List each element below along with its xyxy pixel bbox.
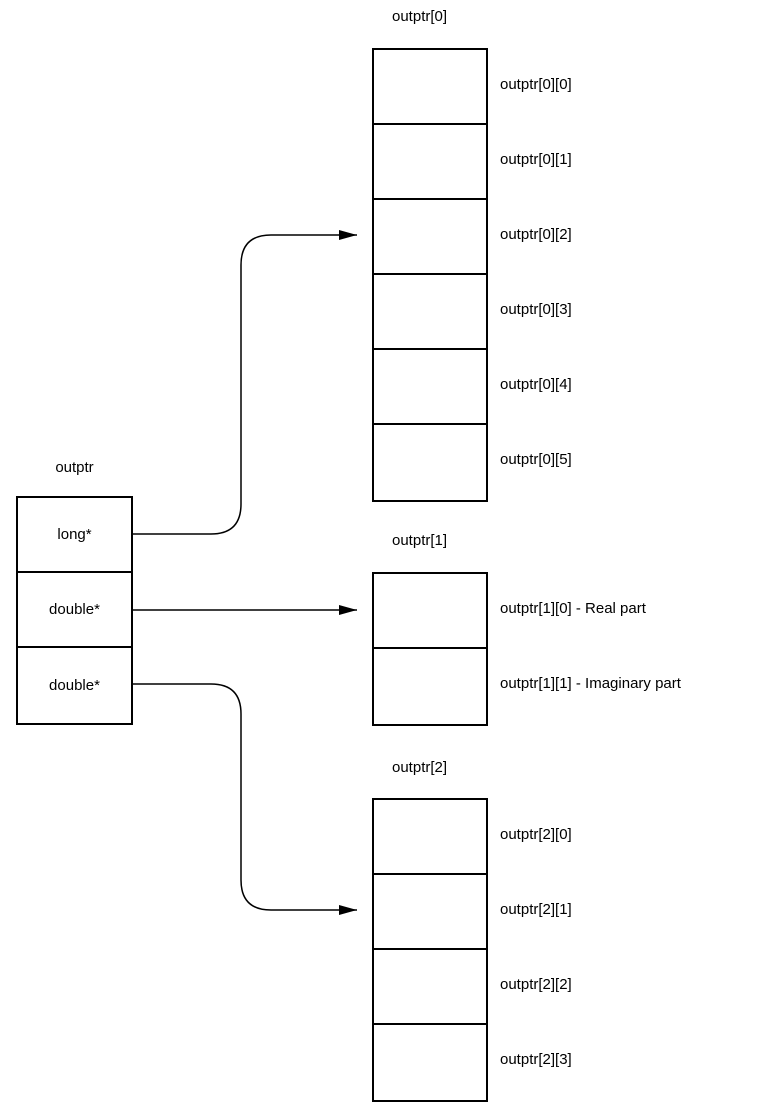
array-2-cell-1	[374, 875, 486, 950]
array-2-label-1: outptr[2][1]	[500, 901, 572, 918]
array-2-label-2: outptr[2][2]	[500, 976, 572, 993]
array-1-table	[372, 572, 488, 726]
array-0-cell-0	[374, 50, 486, 125]
array-0-title: outptr[0]	[392, 8, 448, 25]
arrow-long-to-outptr0-icon	[129, 230, 357, 535]
array-0-cell-1	[374, 125, 486, 200]
array-1-cell-1	[374, 649, 486, 724]
array-1-title: outptr[1]	[392, 532, 448, 549]
array-0-label-0: outptr[0][0]	[500, 76, 572, 93]
array-1-cell-0	[374, 574, 486, 649]
array-0-label-2: outptr[0][2]	[500, 226, 572, 243]
pointer-cell-double-1: double*	[18, 573, 131, 648]
array-0-label-5: outptr[0][5]	[500, 451, 572, 468]
array-0-cell-3	[374, 275, 486, 350]
array-2-label-0: outptr[2][0]	[500, 826, 572, 843]
array-0-label-1: outptr[0][1]	[500, 151, 572, 168]
array-2-table	[372, 798, 488, 1102]
array-2-cell-0	[374, 800, 486, 875]
array-1-label-0: outptr[1][0] - Real part	[500, 600, 646, 617]
pointer-cell-double-2: double*	[49, 677, 100, 694]
pointer-table-title: outptr	[55, 459, 94, 476]
array-2-cell-3	[374, 1025, 486, 1100]
array-0-table	[372, 48, 488, 502]
array-1-label-1: outptr[1][1] - Imaginary part	[500, 675, 681, 692]
array-0-label-4: outptr[0][4]	[500, 376, 572, 393]
array-2-label-3: outptr[2][3]	[500, 1051, 572, 1068]
array-0-cell-4	[374, 350, 486, 425]
array-0-cell-2	[374, 200, 486, 275]
pointer-cell-long: long*	[18, 498, 131, 573]
array-2-cell-2	[374, 950, 486, 1025]
array-0-cell-5	[374, 425, 486, 500]
arrow-double2-to-outptr2-icon	[129, 683, 357, 915]
array-0-label-3: outptr[0][3]	[500, 301, 572, 318]
pointer-table: long* double* double*	[16, 496, 133, 725]
array-2-title: outptr[2]	[392, 759, 448, 776]
